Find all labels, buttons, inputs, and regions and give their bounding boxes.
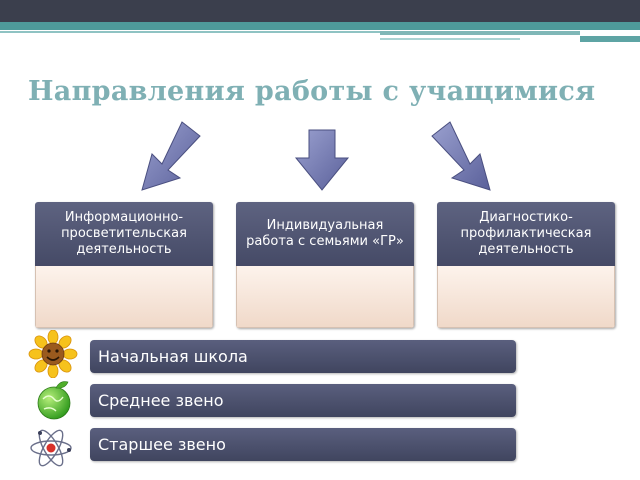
atom-icon bbox=[30, 429, 72, 467]
teal-band bbox=[0, 22, 640, 30]
direction-box-header: Информационно-просветительская деятельно… bbox=[35, 202, 213, 266]
direction-box-body bbox=[437, 266, 615, 328]
level-bar-middle: Среднее звено bbox=[90, 384, 516, 417]
level-bar-senior: Старшее звено bbox=[90, 428, 516, 461]
arrow-down-icon bbox=[294, 129, 350, 191]
globe-icon bbox=[37, 381, 71, 420]
sunflower-icon bbox=[28, 330, 78, 378]
level-label: Начальная школа bbox=[98, 347, 248, 366]
decor-line bbox=[0, 31, 380, 33]
direction-box-header: Индивидуальная работа с семьями «ГР» bbox=[236, 202, 414, 266]
level-label: Среднее звено bbox=[98, 391, 224, 410]
direction-box-info: Информационно-просветительская деятельно… bbox=[35, 202, 213, 328]
direction-box-body bbox=[35, 266, 213, 328]
slide-title: Направления работы с учащимися bbox=[28, 76, 596, 107]
top-bar bbox=[0, 0, 640, 22]
decor-line bbox=[580, 36, 640, 42]
direction-box-family: Индивидуальная работа с семьями «ГР» bbox=[236, 202, 414, 328]
level-bar-primary: Начальная школа bbox=[90, 340, 516, 373]
direction-box-header: Диагностико-профилактическая деятельност… bbox=[437, 202, 615, 266]
decor-line bbox=[380, 38, 520, 40]
direction-box-body bbox=[236, 266, 414, 328]
arrow-down-left-icon bbox=[141, 121, 201, 191]
arrow-down-right-icon bbox=[431, 121, 491, 191]
level-label: Старшее звено bbox=[98, 435, 226, 454]
decor-line bbox=[380, 31, 580, 35]
direction-box-diagnostic: Диагностико-профилактическая деятельност… bbox=[437, 202, 615, 328]
